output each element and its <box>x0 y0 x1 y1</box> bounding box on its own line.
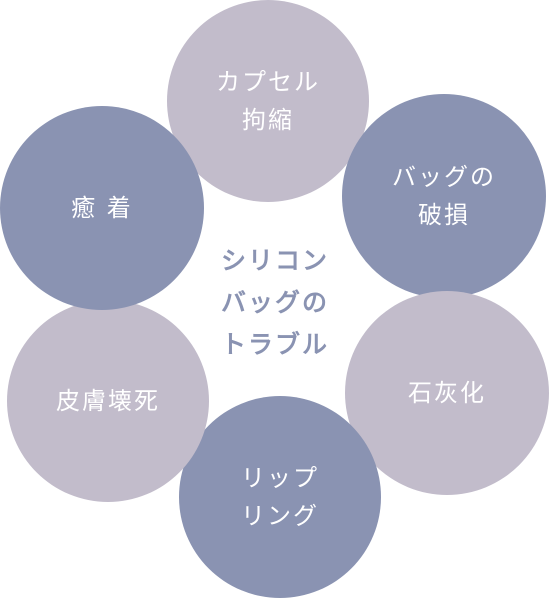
circle-rippling: リップ リング <box>179 396 381 598</box>
circle-capsular-contracture: カプセル 拘縮 <box>167 0 369 202</box>
circle-label: 癒 着 <box>71 194 133 222</box>
circle-label: カプセル 拘縮 <box>216 68 320 134</box>
circle-calcification: 石灰化 <box>345 291 549 495</box>
circle-skin-necrosis: 皮膚壊死 <box>7 300 209 502</box>
circle-bag-rupture: バッグの 破損 <box>342 94 546 298</box>
circle-label: 皮膚壊死 <box>56 387 160 415</box>
circle-label: バッグの 破損 <box>392 163 496 229</box>
circle-adhesion: 癒 着 <box>0 106 204 310</box>
circle-label: 石灰化 <box>408 379 486 407</box>
circle-label: リップ リング <box>241 464 319 530</box>
diagram-center-title: シリコン バッグの トラブル <box>220 246 329 359</box>
